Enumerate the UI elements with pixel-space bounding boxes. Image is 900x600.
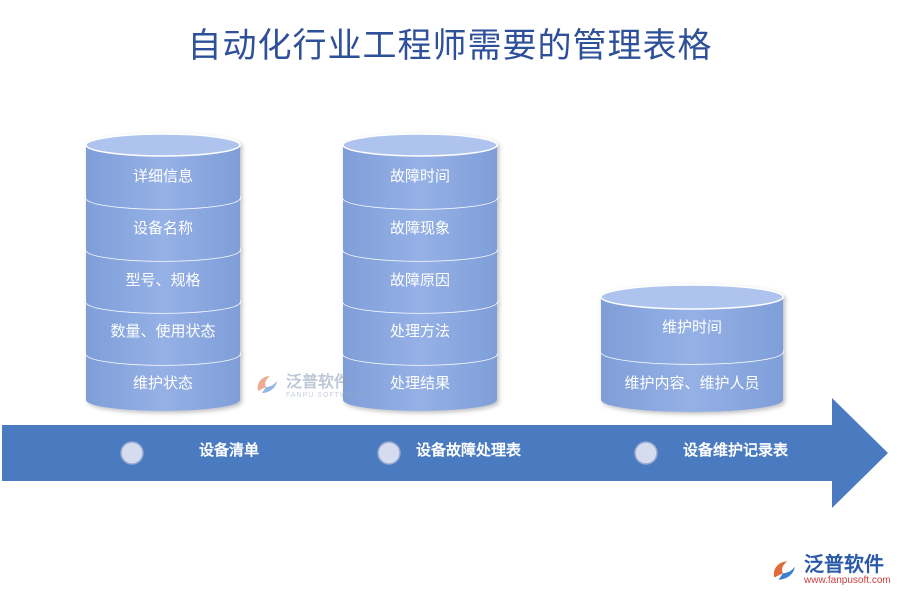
stage-dot-2	[377, 441, 401, 465]
stack-2-item-1: 故障时间	[389, 167, 450, 185]
stack-1-item-3: 型号、规格	[125, 271, 201, 289]
watermark-sub: FANPU SOFTWARE	[286, 392, 365, 399]
cylinder-stack-1	[85, 133, 241, 411]
stack-2-item-5: 处理结果	[389, 374, 450, 392]
watermark: 泛普软件 FANPU SOFTWARE	[254, 368, 365, 399]
stack-2-item-3: 故障原因	[389, 271, 450, 289]
stack-2-item-2: 故障现象	[389, 219, 450, 237]
cylinder-stack-3	[600, 284, 784, 412]
fanpu-logo-icon	[257, 375, 277, 393]
stack-1-item-5: 维护状态	[132, 374, 193, 392]
brand-logo: 泛普软件 www.fanpusoft.com	[770, 553, 891, 586]
fanpu-logo-icon	[773, 560, 795, 580]
page-title: 自动化行业工程师需要的管理表格	[187, 26, 713, 66]
watermark-name: 泛普软件	[286, 372, 351, 391]
stage-label-3: 设备维护记录表	[683, 441, 789, 459]
cylinder-stack-2	[342, 133, 498, 411]
timeline-arrow	[2, 398, 888, 508]
stage-dot-3	[634, 441, 658, 465]
stack-1-item-1: 详细信息	[132, 167, 193, 185]
stack-3-item-1: 维护时间	[661, 318, 722, 336]
stage-label-2: 设备故障处理表	[416, 441, 522, 459]
stack-3-item-2: 维护内容、维护人员	[624, 374, 760, 392]
stack-1-item-4: 数量、使用状态	[110, 322, 216, 340]
stack-1-item-2: 设备名称	[132, 219, 193, 237]
brand-name: 泛普软件	[804, 552, 884, 576]
brand-url: www.fanpusoft.com	[804, 575, 891, 586]
stage-label-1: 设备清单	[199, 441, 260, 459]
stage-dot-1	[120, 441, 144, 465]
stack-2-item-4: 处理方法	[389, 322, 450, 340]
